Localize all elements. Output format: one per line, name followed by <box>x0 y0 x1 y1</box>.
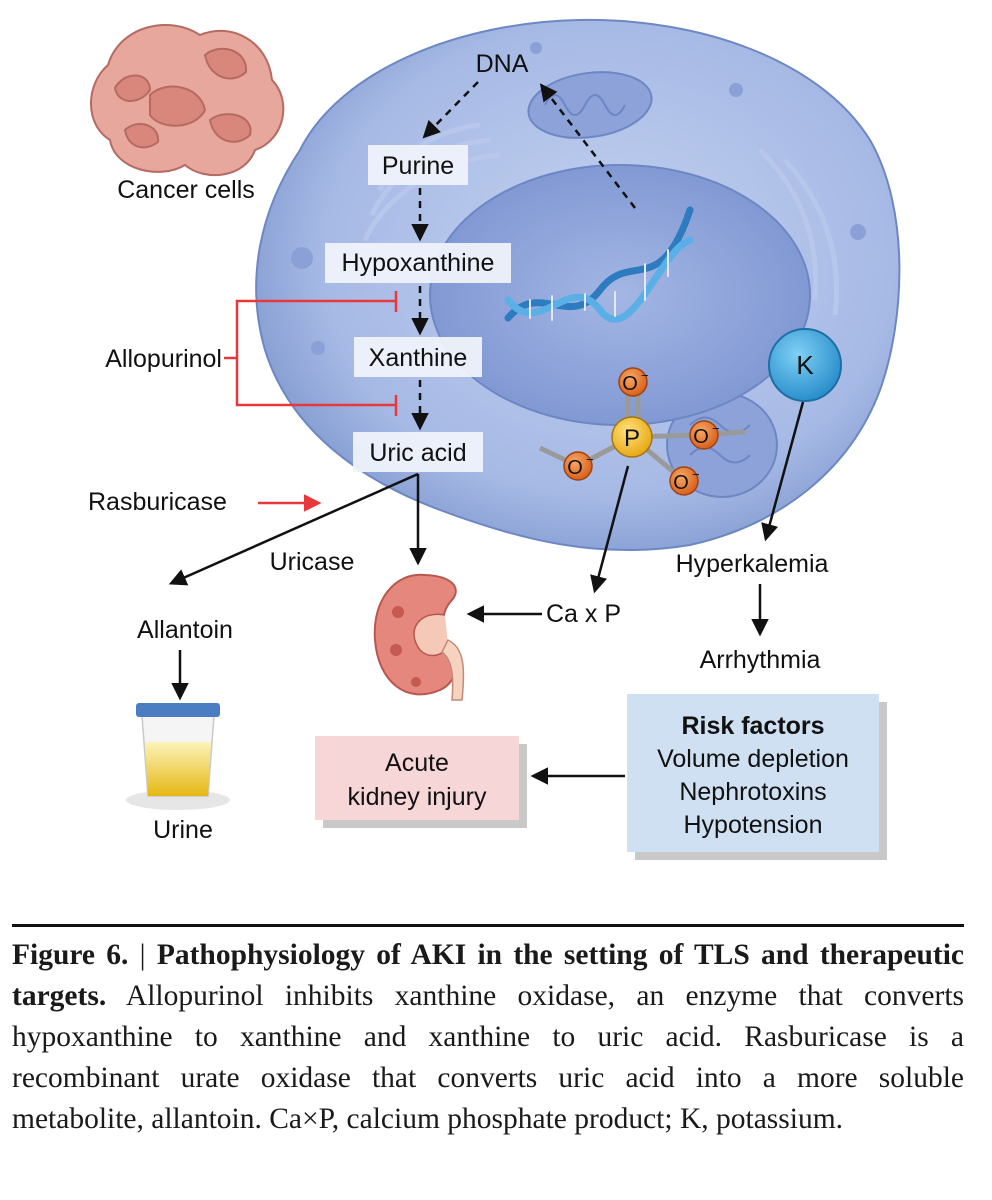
dna-label: DNA <box>476 50 529 78</box>
allopurinol-inhibition-bracket <box>224 291 398 416</box>
xanthine-node: Xanthine <box>354 337 482 377</box>
allopurinol-label: Allopurinol <box>105 345 222 373</box>
risk-factors-title: Risk factors <box>681 712 824 740</box>
hypoxanthine-label: Hypoxanthine <box>342 249 495 277</box>
purine-label: Purine <box>382 152 454 180</box>
aki-label-line2: kidney injury <box>348 783 487 811</box>
figure-caption: Figure 6. | Pathophysiology of AKI in th… <box>12 935 964 1140</box>
svg-text:−: − <box>692 467 700 482</box>
tls-pathophysiology-diagram: Cancer cells Purine Hypoxanthine Xanthin… <box>88 18 901 860</box>
uric-acid-node: Uric acid <box>353 432 483 472</box>
aki-label-line1: Acute <box>385 749 449 777</box>
svg-text:−: − <box>641 368 649 383</box>
caption-separator: | <box>139 939 146 971</box>
svg-text:O: O <box>673 472 689 494</box>
potassium-to-hyperkalemia-arrow <box>761 401 805 542</box>
caption-body: Allopurinol inhibits xanthine oxidase, a… <box>12 980 964 1135</box>
svg-text:O: O <box>567 457 583 479</box>
caption-title: Pathophysiology of AKI in the setting of… <box>12 939 965 1012</box>
cancer-cells-cluster-icon <box>90 24 285 177</box>
cell-vesicles <box>291 42 866 355</box>
svg-text:O: O <box>622 373 638 395</box>
risk-factor-item: Hypotension <box>684 811 823 839</box>
pathway-dashed-arrows <box>411 81 636 431</box>
rasburicase-label: Rasburicase <box>88 488 227 516</box>
xanthine-label: Xanthine <box>369 344 468 372</box>
kidney-icon <box>373 573 465 701</box>
arrhythmia-label: Arrhythmia <box>700 646 821 674</box>
phosphate-to-caxp-arrow <box>590 465 630 594</box>
risk-factor-item: Nephrotoxins <box>679 778 826 806</box>
caption-figure-label: Figure 6. <box>12 939 129 971</box>
svg-text:−: − <box>586 452 594 467</box>
uric-acid-branch-arrows <box>168 472 427 586</box>
potassium-ion-icon: K <box>768 328 842 402</box>
acute-kidney-injury-box: Acute kidney injury <box>315 736 527 828</box>
caxp-label: Ca x P <box>546 600 621 628</box>
uricase-label: Uricase <box>270 548 355 576</box>
potassium-symbol: K <box>796 350 814 380</box>
phosphate-molecule-icon: P O − O − O − O − <box>538 367 746 496</box>
phosphorus-symbol: P <box>624 425 640 452</box>
cancer-cells-label: Cancer cells <box>117 176 255 204</box>
caption-rule <box>12 924 964 927</box>
svg-text:−: − <box>712 421 720 436</box>
urine-label: Urine <box>153 816 213 844</box>
dna-helix-icon <box>504 206 694 323</box>
svg-text:O: O <box>693 426 709 448</box>
oxygen-atom-bottom: O − <box>669 466 700 496</box>
hypoxanthine-node: Hypoxanthine <box>325 243 511 283</box>
oxygen-atom-right: O − <box>689 420 720 450</box>
oxygen-atom-left: O − <box>563 451 594 481</box>
allantoin-label: Allantoin <box>137 616 233 644</box>
mitochondrion-top <box>527 71 653 139</box>
risk-factors-box: Risk factors Volume depletion Nephrotoxi… <box>627 694 887 860</box>
uric-acid-label: Uric acid <box>369 439 466 467</box>
urine-cup-icon <box>126 703 230 810</box>
purine-node: Purine <box>368 145 468 185</box>
oxygen-atom-top: O − <box>618 367 649 397</box>
risk-factor-item: Volume depletion <box>657 745 849 773</box>
hyperkalemia-label: Hyperkalemia <box>676 550 829 578</box>
